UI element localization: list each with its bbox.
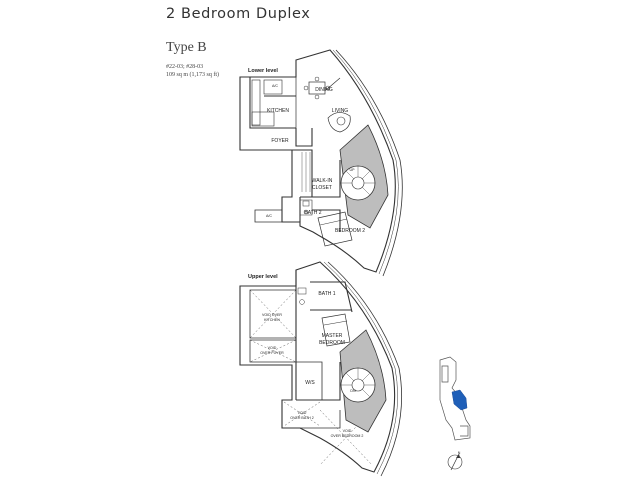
room-bath1: BATH 1: [318, 291, 335, 297]
upper-level-label: Upper level: [248, 274, 278, 280]
room-living: LIVING: [332, 108, 349, 114]
room-master-line1: MASTER: [322, 333, 343, 339]
void-bath2-line1: VOID: [298, 411, 307, 415]
upper-level-plan: [239, 261, 403, 477]
room-ws: W/S: [305, 380, 315, 386]
void-foyer-line1: VOID: [268, 346, 277, 350]
room-ac: A/C: [272, 84, 278, 88]
unit-info: #22-03; #28-03 109 sq m (1,173 sq ft): [166, 63, 219, 79]
lower-level-label: Lower level: [248, 68, 278, 74]
type-label: Type B: [166, 40, 207, 55]
room-bath2: BATH 2: [304, 210, 321, 216]
room-walkin-line2: CLOSET: [312, 185, 332, 191]
void-bath2-line2: OVER BATH 2: [290, 416, 314, 420]
void-bedroom2-line2: OVER BEDROOM 2: [331, 434, 364, 438]
room-walkin-line1: WALK-IN: [312, 178, 333, 184]
void-kitchen-line1: VOID OVER: [262, 313, 282, 317]
void-bedroom2-line1: VOID: [343, 429, 352, 433]
page-title: 2 Bedroom Duplex: [166, 6, 311, 22]
room-kitchen: KITCHEN: [267, 108, 289, 114]
key-plan: [439, 356, 471, 441]
compass: N: [447, 451, 463, 471]
room-ac-2: A/C: [266, 214, 272, 218]
stair-down: DN: [350, 389, 356, 393]
unit-numbers: #22-03; #28-03: [166, 64, 204, 70]
void-foyer-line2: OVER FOYER: [260, 351, 284, 355]
compass-north-label: N: [458, 451, 461, 455]
unit-area: 109 sq m (1,173 sq ft): [166, 72, 219, 78]
lower-level-plan: [239, 49, 403, 277]
unit-highlight: [451, 389, 468, 411]
room-foyer: FOYER: [271, 138, 289, 144]
room-dining: DINING: [315, 87, 333, 93]
room-master-line2: BEDROOM: [319, 340, 345, 346]
void-kitchen-line2: KITCHEN: [264, 318, 280, 322]
stair-up: UP: [350, 168, 356, 172]
room-bedroom2: BEDROOM 2: [335, 228, 365, 234]
